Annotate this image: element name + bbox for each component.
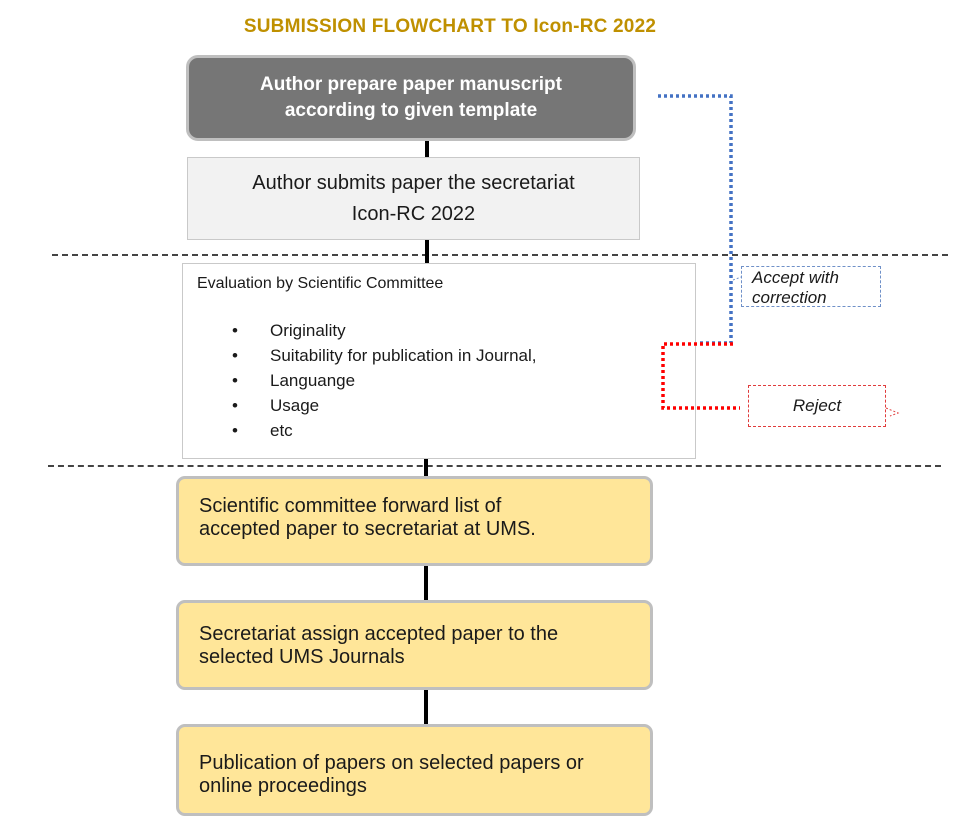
accept-path [658,94,733,345]
step-assign-line2: selected UMS Journals [199,646,405,668]
evaluation-heading: Evaluation by Scientific Committee [197,275,444,292]
accept-label-line2: correction [752,288,827,307]
criteria-item: Suitability for publication in Journal, [232,343,536,368]
criteria-item: Usage [232,393,536,418]
step-prepare-manuscript: Author prepare paper manuscript accordin… [186,55,636,141]
connector-evaluation-forward [424,459,428,476]
criteria-item: etc [232,418,536,443]
connector-forward-assign [424,565,428,600]
step-submit-paper: Author submits paper the secretariat Ico… [187,157,640,240]
criteria-item: Originality [232,318,536,343]
reject-path [661,342,740,410]
phase-separator-top [52,254,948,256]
step-assign-journals: Secretariat assign accepted paper to the… [176,600,653,690]
step-submit-line1: Author submits paper the secretariat [252,171,575,194]
step-forward-accepted-list: Scientific committee forward list of acc… [176,476,653,566]
reject-label: Reject [748,385,886,427]
step-prepare-line2: according to given template [284,100,538,121]
step-prepare-line1: Author prepare paper manuscript [260,74,562,95]
step-submit-line2: Icon-RC 2022 [351,202,476,225]
connector-prepare-submit [425,141,429,157]
flowchart-title: SUBMISSION FLOWCHART TO Icon-RC 2022 [243,16,657,37]
connector-submit-evaluation [425,240,429,263]
step-publication-line1: Publication of papers on selected papers… [199,752,584,774]
step-publication-line2: online proceedings [199,775,367,797]
accept-label-line1: Accept with [752,268,839,287]
step-forward-line2: accepted paper to secretariat at UMS. [199,518,536,540]
accept-with-correction-label: Accept with correction [741,266,881,307]
step-evaluation: Evaluation by Scientific Committee Origi… [182,263,696,459]
connector-assign-publication [424,690,428,724]
step-publication: Publication of papers on selected papers… [176,724,653,816]
step-forward-line1: Scientific committee forward list of [199,495,502,517]
reject-label-text: Reject [792,396,842,415]
reject-callout-tail [885,407,900,417]
phase-separator-bottom [48,465,941,467]
step-assign-line1: Secretariat assign accepted paper to the [199,623,559,645]
criteria-item: Languange [232,368,536,393]
evaluation-criteria-list: Originality Suitability for publication … [232,318,536,443]
